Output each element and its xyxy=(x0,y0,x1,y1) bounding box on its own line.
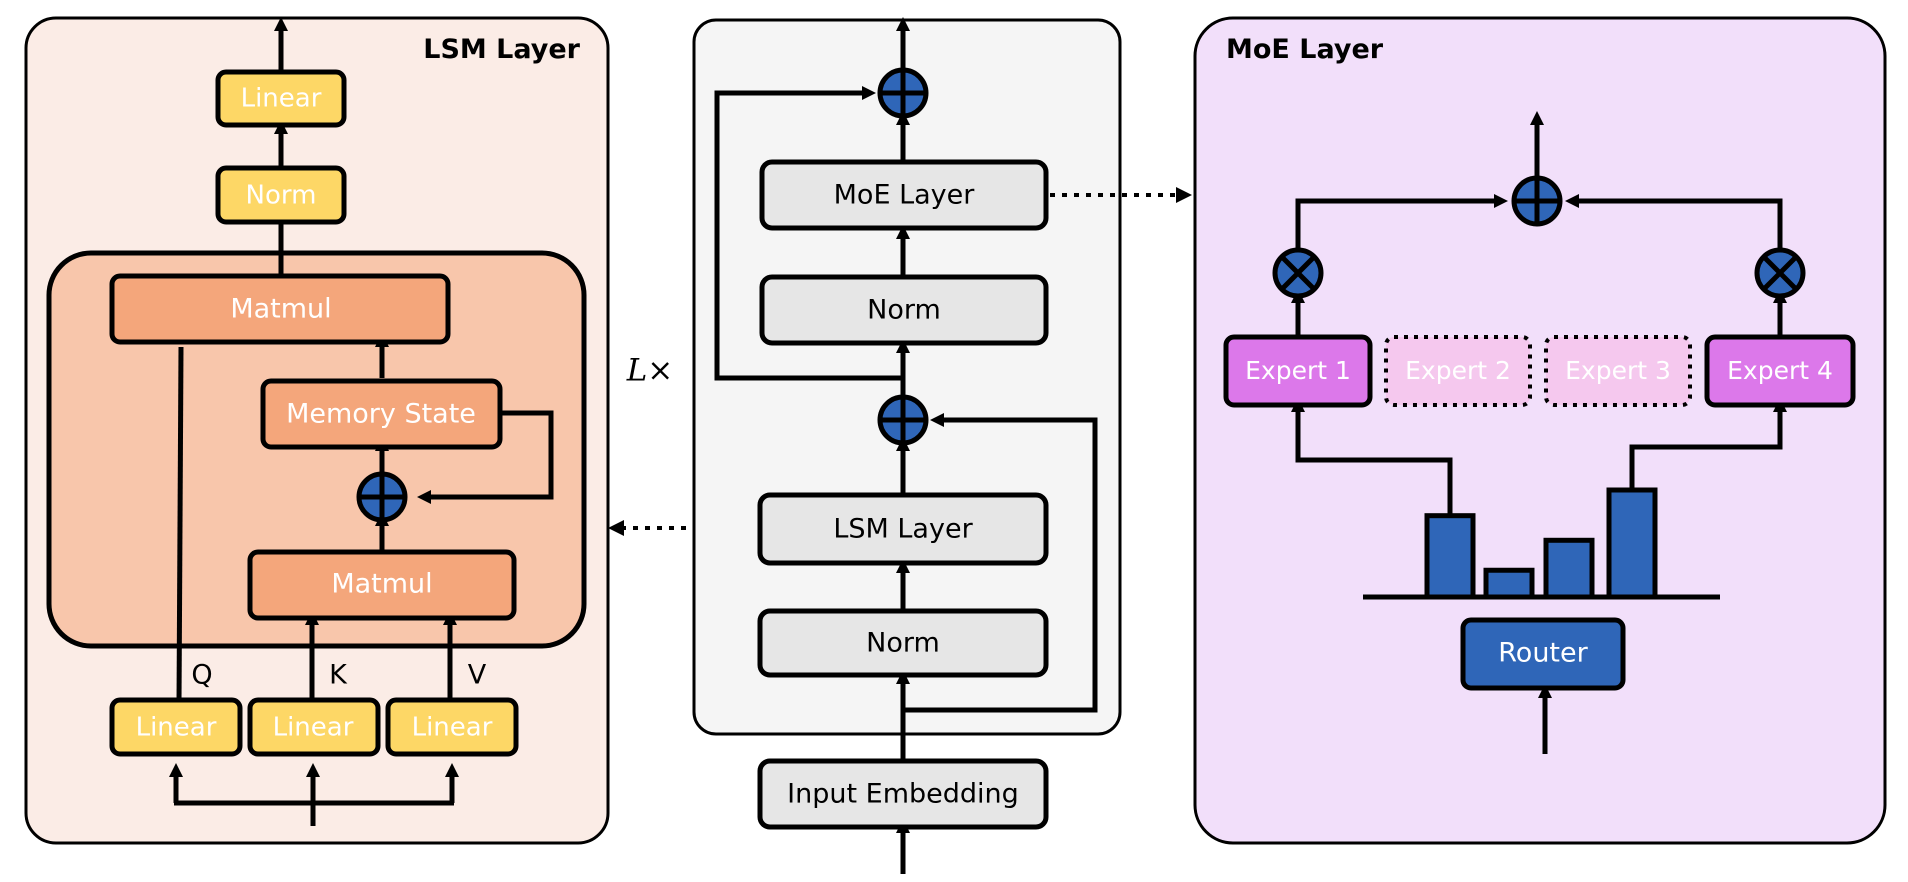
svg-text:Linear: Linear xyxy=(412,713,493,743)
center-norm-top xyxy=(759,274,1049,346)
lsm-layer-panel: LSM Layer Linear Norm Matmul Memory Stat… xyxy=(24,16,610,845)
svg-text:Expert 2: Expert 2 xyxy=(1405,356,1511,385)
expert-3 xyxy=(1544,335,1692,407)
linear-q xyxy=(109,697,243,757)
moe-add-icon xyxy=(1511,175,1563,227)
lsm-matmul-bottom xyxy=(247,549,517,621)
center-add-top-icon xyxy=(877,67,929,119)
k-label: K xyxy=(329,660,348,691)
svg-text:Expert 1: Expert 1 xyxy=(1245,356,1351,385)
lsm-add-icon xyxy=(356,471,408,523)
svg-text:Norm: Norm xyxy=(246,181,317,211)
svg-text:LSM Layer: LSM Layer xyxy=(833,514,973,545)
v-label: V xyxy=(468,660,487,691)
router-bar-3 xyxy=(1543,537,1595,600)
svg-text:Memory State: Memory State xyxy=(286,399,476,430)
svg-text:Expert 3: Expert 3 xyxy=(1565,356,1671,385)
expert-1 xyxy=(1223,334,1373,408)
svg-text:Linear: Linear xyxy=(136,713,217,743)
expert-2 xyxy=(1384,335,1532,407)
svg-text:Input Embedding: Input Embedding xyxy=(787,779,1019,810)
svg-text:Matmul: Matmul xyxy=(331,569,432,600)
lsm-memory-state xyxy=(260,378,503,450)
center-moe-layer xyxy=(759,159,1049,231)
multiply-icon-expert-1 xyxy=(1272,247,1324,299)
router-bar-2 xyxy=(1483,567,1535,600)
router-bar-4 xyxy=(1606,487,1658,600)
svg-text:Norm: Norm xyxy=(867,295,941,326)
router xyxy=(1460,617,1626,691)
svg-text:MoE Layer: MoE Layer xyxy=(834,180,976,211)
moe-layer-panel: MoE Layer Expert 1 Expert xyxy=(1193,16,1887,845)
router-distribution-bars xyxy=(1424,487,1658,600)
svg-text:Norm: Norm xyxy=(866,628,940,659)
linear-k xyxy=(247,697,381,757)
repeat-label: L× xyxy=(626,353,674,389)
input-embedding xyxy=(757,758,1049,830)
multiply-icon-expert-4 xyxy=(1754,247,1806,299)
svg-text:Linear: Linear xyxy=(273,713,354,743)
lsm-panel-title: LSM Layer xyxy=(423,34,580,65)
lsm-output-norm xyxy=(215,165,347,225)
svg-text:Linear: Linear xyxy=(241,84,322,114)
moe-panel-title: MoE Layer xyxy=(1226,34,1384,65)
svg-text:Router: Router xyxy=(1498,638,1588,669)
router-bar-1 xyxy=(1424,513,1476,600)
linear-v xyxy=(385,697,519,757)
center-add-bottom-icon xyxy=(877,394,929,446)
q-label: Q xyxy=(191,660,212,691)
center-norm-bottom xyxy=(757,608,1049,678)
svg-text:Matmul: Matmul xyxy=(230,294,331,325)
lsm-output-linear xyxy=(215,69,347,128)
center-stack: L× MoE Layer Norm LSM Layer xyxy=(626,17,1122,874)
expert-4 xyxy=(1704,334,1856,408)
lsm-matmul-top xyxy=(109,273,451,345)
center-lsm-layer xyxy=(757,492,1049,566)
svg-text:Expert 4: Expert 4 xyxy=(1727,356,1833,385)
